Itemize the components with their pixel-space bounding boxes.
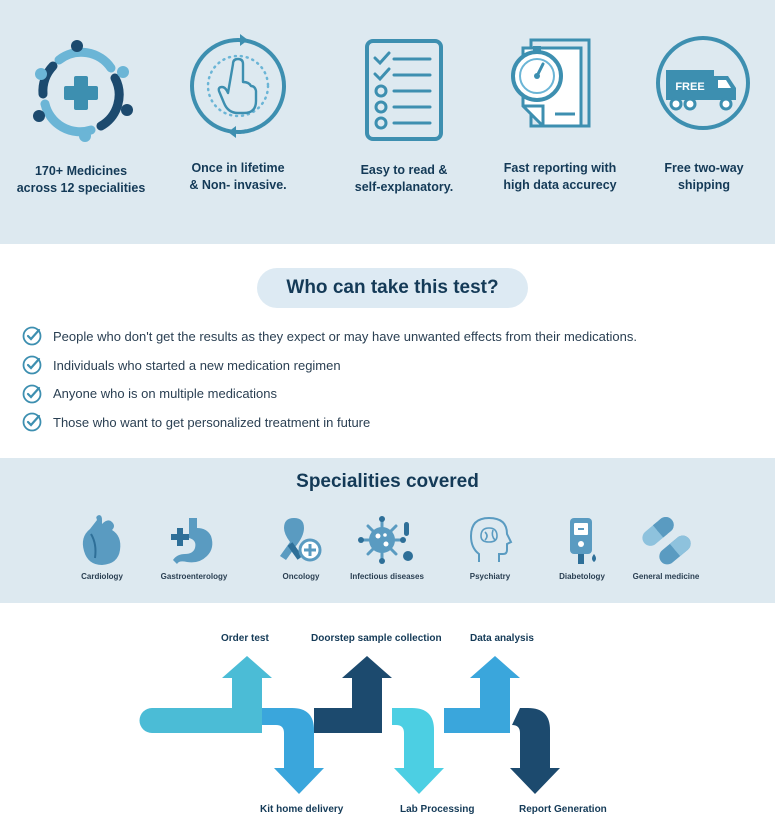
- feature-fast: [505, 34, 595, 130]
- ribbon-icon: [280, 518, 322, 562]
- feature-lifetime: [186, 34, 290, 138]
- check-circle-icon: [22, 384, 42, 404]
- speciality-psychiatry: Psychiatry: [435, 514, 545, 581]
- speciality-diabetology: Diabetology: [527, 514, 637, 581]
- step-doorstep-collection: Doorstep sample collection: [311, 633, 442, 644]
- truck-free-badge: FREE: [675, 81, 704, 93]
- feature-medicines: [26, 38, 136, 142]
- speciality-label: Cardiology: [81, 572, 123, 581]
- truck-icon: FREE: [656, 36, 750, 130]
- step-report-generation: Report Generation: [519, 804, 607, 815]
- process-section: Order test Doorstep sample collection Da…: [0, 603, 775, 837]
- who-item-text: Those who want to get personalized treat…: [53, 414, 371, 430]
- speciality-oncology: Oncology: [246, 514, 356, 581]
- speciality-label: Diabetology: [559, 572, 605, 581]
- hands-medical-cross-icon: [33, 40, 133, 142]
- feature-lifetime-label: Once in lifetime & Non- invasive.: [189, 161, 287, 192]
- checklist-icon: [365, 39, 443, 141]
- speciality-gastro: Gastroenterology: [139, 514, 249, 581]
- list-item: People who don't get the results as they…: [22, 322, 637, 351]
- who-section: Who can take this test? People who don't…: [0, 244, 775, 458]
- arrow-doorstep-collection: [314, 656, 392, 733]
- step-lab-processing: Lab Processing: [400, 804, 475, 815]
- arrow-lab-processing: [392, 708, 444, 794]
- stomach-icon: [171, 518, 213, 564]
- list-item: Individuals who started a new medication…: [22, 351, 637, 380]
- heart-icon: [82, 515, 121, 565]
- stopwatch-report-icon: [511, 38, 591, 128]
- specialities-section: Specialities covered Cardiology Gastroen…: [0, 458, 775, 603]
- feature-shipping-label: Free two-way shipping: [664, 161, 744, 192]
- feature-shipping: FREE: [654, 34, 752, 132]
- who-title: Who can take this test?: [257, 268, 528, 308]
- virus-icon: [358, 516, 413, 564]
- brain-head-icon: [469, 516, 513, 562]
- feature-medicines-label: 170+ Medicines across 12 specialities: [16, 164, 146, 195]
- features-band: 170+ Medicines across 12 specialities On…: [0, 0, 775, 244]
- speciality-infectious: Infectious diseases: [332, 514, 442, 581]
- check-circle-icon: [22, 355, 42, 375]
- speciality-label: Infectious diseases: [350, 572, 424, 581]
- specialities-title: Specialities covered: [296, 471, 479, 492]
- arrow-kit-delivery: [262, 708, 324, 794]
- feature-easy: [364, 38, 444, 142]
- list-item: Those who want to get personalized treat…: [22, 408, 637, 437]
- list-item: Anyone who is on multiple medications: [22, 379, 637, 408]
- arrow-report-generation: [510, 708, 560, 794]
- speciality-general: General medicine: [611, 514, 721, 581]
- feature-fast-label: Fast reporting with high data accurecy: [503, 161, 617, 192]
- feature-easy-label: Easy to read & self-explanatory.: [354, 163, 454, 194]
- who-item-text: Individuals who started a new medication…: [53, 357, 341, 373]
- step-data-analysis: Data analysis: [470, 633, 534, 644]
- glucometer-icon: [570, 518, 596, 564]
- speciality-label: Oncology: [282, 572, 320, 581]
- arrow-order-test: [139, 656, 272, 733]
- capsule-icon: [642, 517, 691, 565]
- who-item-text: People who don't get the results as they…: [53, 328, 637, 344]
- who-item-text: Anyone who is on multiple medications: [53, 386, 278, 402]
- check-circle-icon: [22, 326, 42, 346]
- process-flow-graphic: [139, 656, 560, 794]
- speciality-label: Gastroenterology: [160, 572, 228, 581]
- speciality-label: General medicine: [632, 572, 700, 581]
- speciality-cardiology: Cardiology: [47, 514, 157, 581]
- speciality-label: Psychiatry: [469, 572, 511, 581]
- finger-cycle-icon: [190, 34, 286, 138]
- arrow-data-analysis: [444, 656, 520, 733]
- who-list: People who don't get the results as they…: [22, 322, 637, 437]
- step-kit-delivery: Kit home delivery: [260, 804, 344, 815]
- check-circle-icon: [22, 413, 42, 432]
- step-order-test: Order test: [221, 633, 269, 644]
